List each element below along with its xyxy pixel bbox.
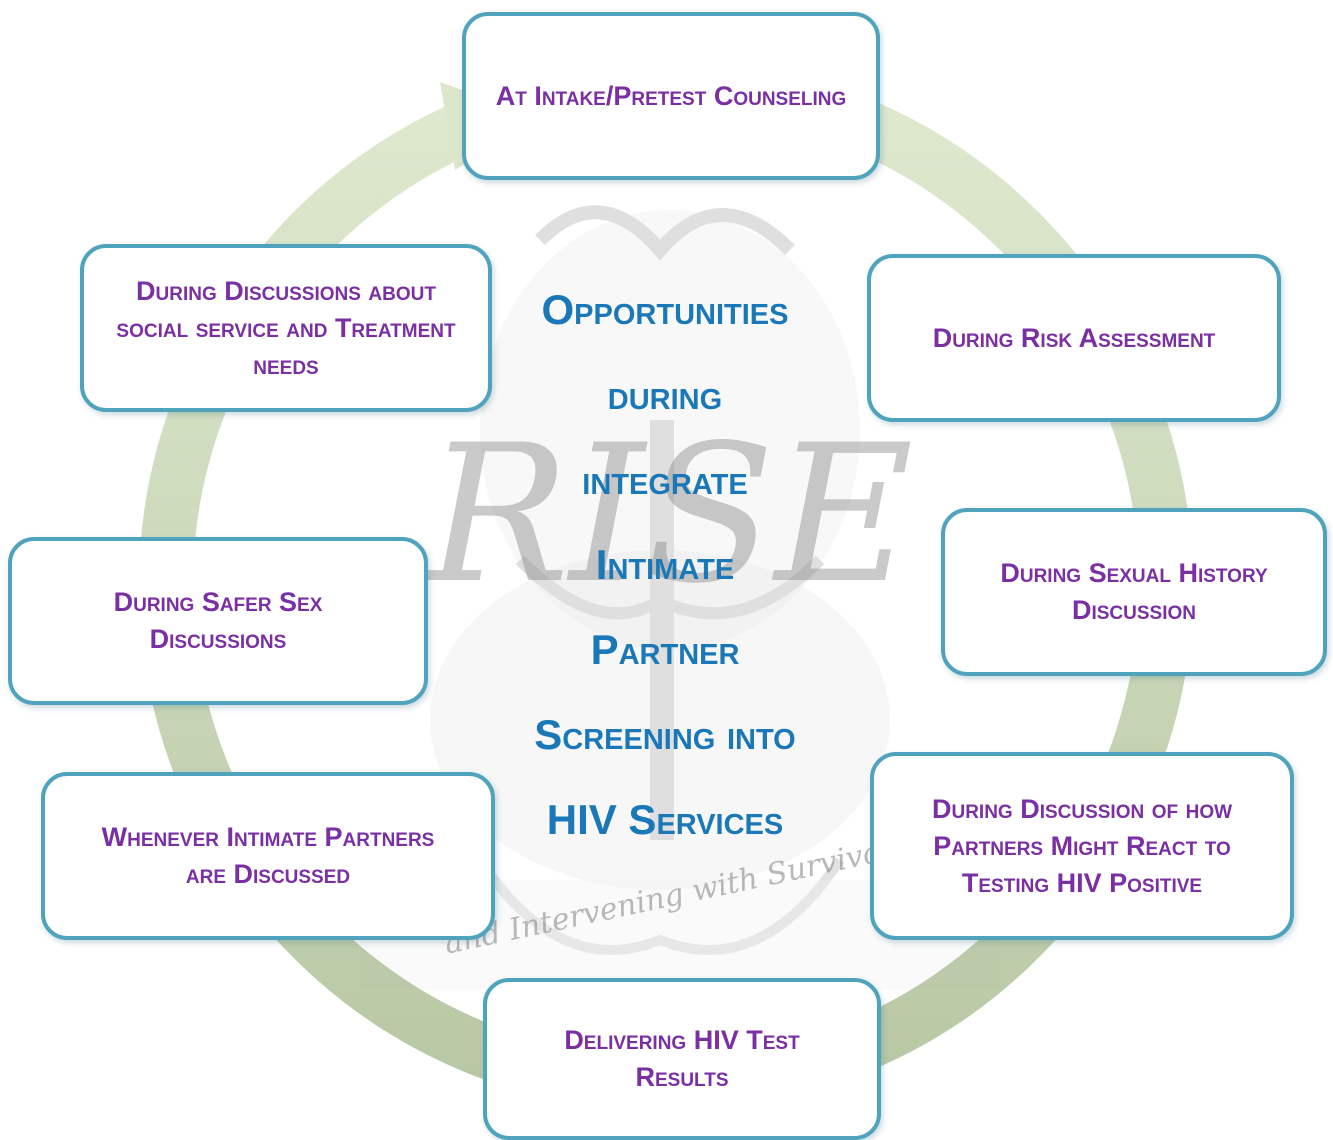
stage-label: During Discussions about social service …	[116, 275, 456, 380]
stage-box-intake: At Intake/Pretest Counseling	[462, 12, 880, 180]
stage-box-intimate-partners: Whenever Intimate Partners are Discussed	[41, 772, 495, 940]
stage-box-sexual-history: During Sexual History Discussion	[941, 508, 1327, 676]
stage-label: At Intake/Pretest Counseling	[495, 80, 847, 111]
rise-watermark-logo: RISE	[424, 404, 914, 625]
stage-label: Whenever Intimate Partners are Discussed	[101, 822, 435, 889]
center-title-line: HIV Services	[546, 796, 784, 843]
stage-label: During Sexual History Discussion	[1000, 558, 1268, 625]
stage-label: During Discussion of how Partners Might …	[931, 793, 1233, 898]
center-title-line: integrate	[582, 456, 748, 503]
stage-box-test-results: Delivering HIV Test Results	[483, 978, 881, 1140]
center-title: Opportunities during integrate Intimate …	[485, 286, 845, 885]
center-title-line: Screening into	[534, 711, 796, 758]
center-title-line: Partner	[590, 626, 740, 673]
stage-label: During Safer Sex Discussions	[113, 587, 323, 654]
stage-box-risk-assessment: During Risk Assessment	[867, 254, 1281, 422]
stage-box-social-service: During Discussions about social service …	[80, 244, 492, 412]
center-title-line: Opportunities	[541, 286, 789, 333]
center-title-line: Intimate	[595, 541, 735, 588]
stage-label: During Risk Assessment	[932, 322, 1216, 353]
stage-label: Delivering HIV Test Results	[564, 1025, 800, 1092]
center-title-line: during	[607, 371, 723, 418]
stage-box-safer-sex: During Safer Sex Discussions	[8, 537, 428, 705]
stage-box-partner-reaction: During Discussion of how Partners Might …	[870, 752, 1294, 940]
